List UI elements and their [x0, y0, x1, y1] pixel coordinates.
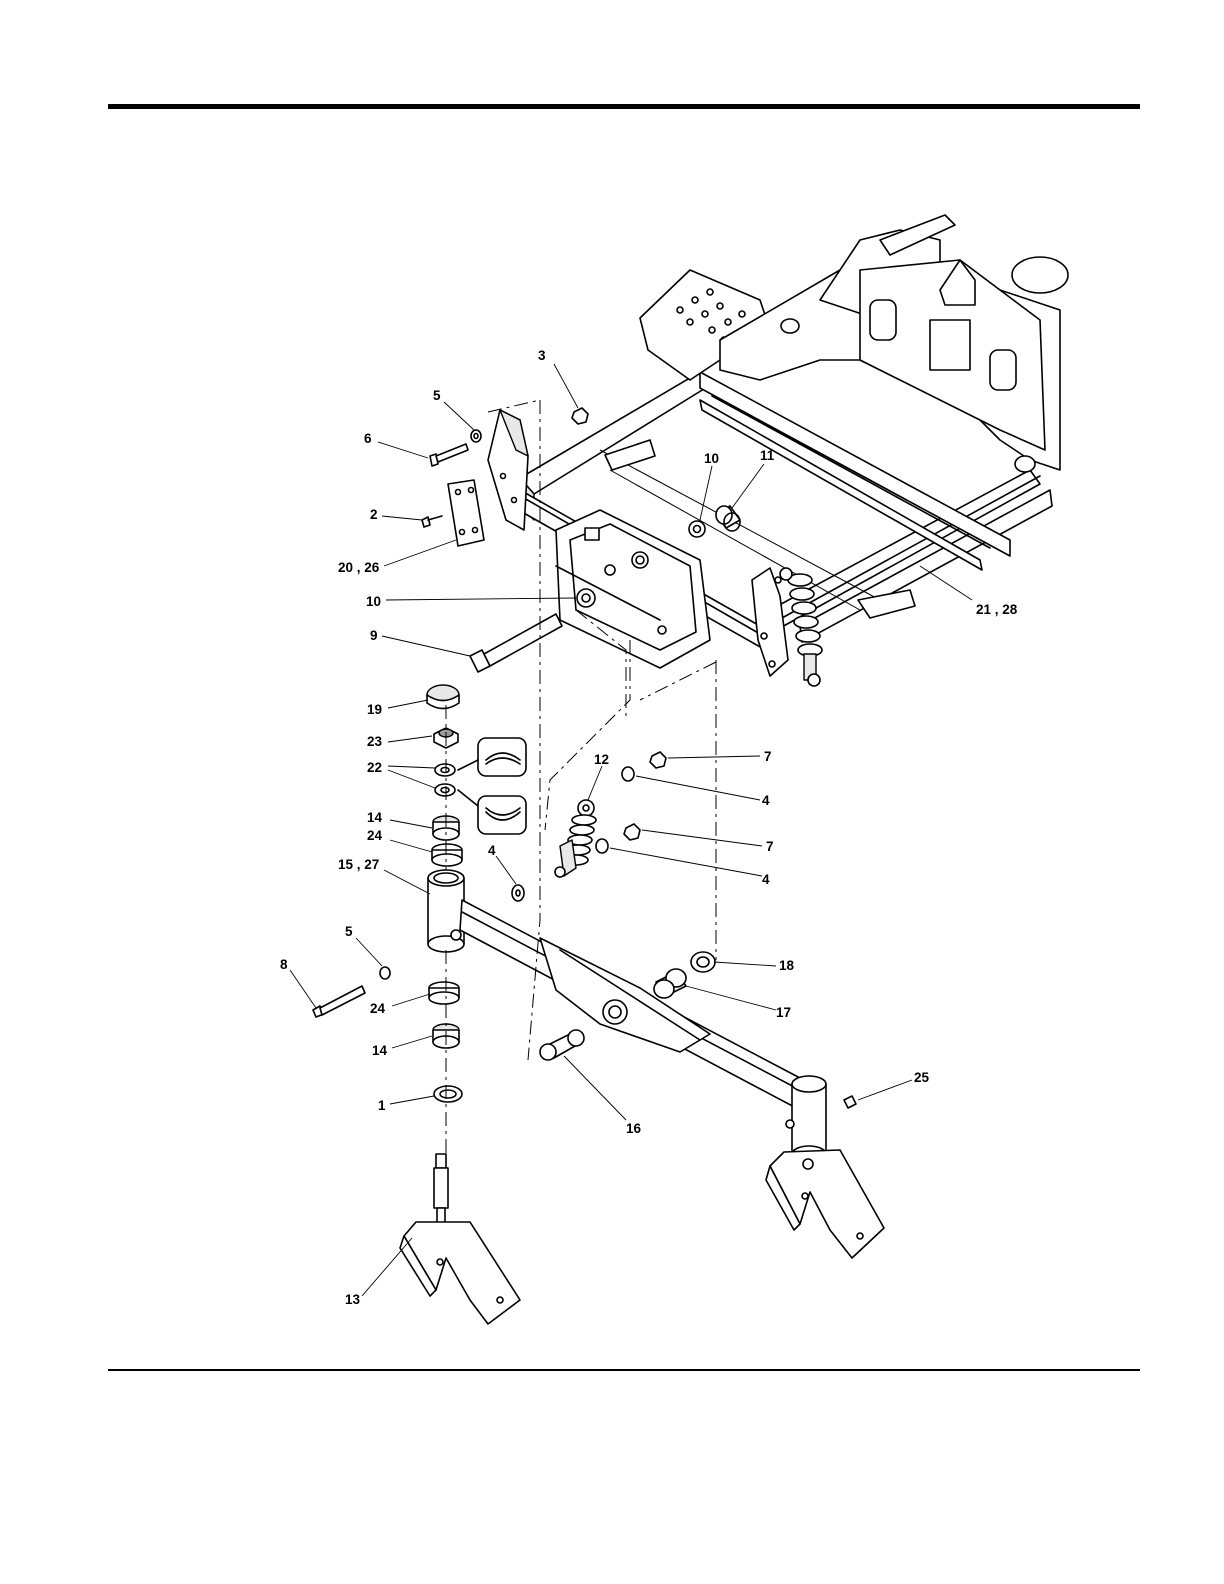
callout-16: 16 — [626, 1121, 642, 1136]
callout-25: 25 — [914, 1070, 930, 1085]
frame-shock-assembly — [752, 568, 822, 686]
callout-2: 2 — [370, 507, 378, 522]
axle-mount-bracket — [556, 510, 710, 668]
callout-19: 19 — [367, 702, 382, 717]
plate-20-26 — [448, 480, 484, 546]
callout-12: 12 — [594, 752, 609, 767]
caster-fork-right — [766, 1150, 884, 1258]
callout-15-27: 15 , 27 — [338, 857, 379, 872]
callout-5: 5 — [345, 924, 353, 939]
callout-4: 4 — [762, 793, 770, 808]
callout-7: 7 — [764, 749, 772, 764]
callout-14: 14 — [372, 1043, 388, 1058]
callout-8: 8 — [280, 957, 288, 972]
callout-22: 22 — [367, 760, 382, 775]
callout-10: 10 — [366, 594, 381, 609]
callout-5: 5 — [433, 388, 441, 403]
callout-11: 11 — [760, 448, 775, 463]
steering-lower — [429, 950, 462, 1160]
callout-10: 10 — [704, 451, 719, 466]
callout-1: 1 — [378, 1098, 386, 1113]
callout-17: 17 — [776, 1005, 791, 1020]
callout-13: 13 — [345, 1292, 361, 1307]
callout-6: 6 — [364, 431, 372, 446]
callout-18: 18 — [779, 958, 795, 973]
callout-24: 24 — [367, 828, 383, 843]
callout-20-26: 20 , 26 — [338, 560, 380, 575]
callout-9: 9 — [370, 628, 378, 643]
callout-7: 7 — [766, 839, 774, 854]
callout-14: 14 — [367, 810, 383, 825]
callout-4: 4 — [762, 872, 770, 887]
callout-21-28: 21 , 28 — [976, 602, 1018, 617]
callout-24: 24 — [370, 1001, 386, 1016]
shock-absorber-12 — [555, 800, 596, 877]
callout-4: 4 — [488, 843, 496, 858]
callout-23: 23 — [367, 734, 383, 749]
steering-stack — [427, 685, 526, 880]
front-axle-assembly — [428, 870, 826, 1162]
callout-3: 3 — [538, 348, 546, 363]
caster-fork-13 — [400, 1154, 520, 1324]
